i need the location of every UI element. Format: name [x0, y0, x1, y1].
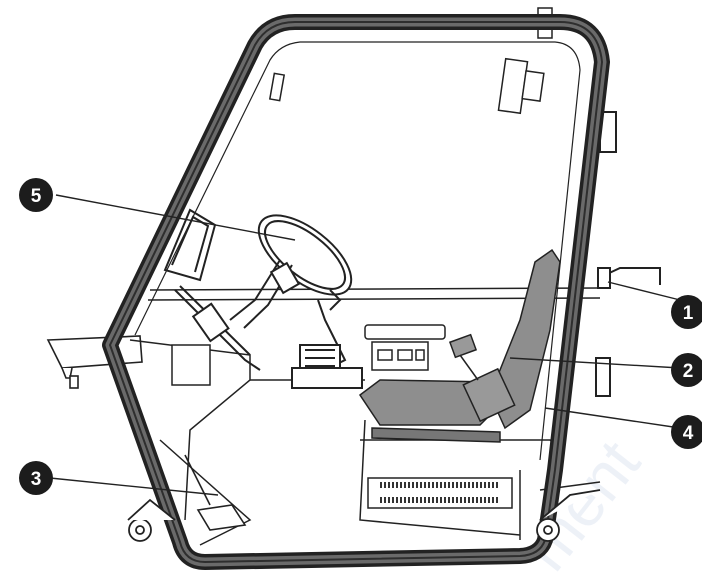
- leader-line-2: [509, 357, 681, 369]
- callout-3: 3: [19, 461, 53, 495]
- leader-line-3: [49, 477, 219, 496]
- leader-line-1: [607, 281, 681, 301]
- callout-5-label: 5: [31, 186, 42, 207]
- callout-5: 5: [19, 178, 53, 212]
- leader-lines: [49, 194, 681, 496]
- operator-seat: [358, 248, 561, 443]
- callout-4: 4: [671, 415, 702, 449]
- callout-1-label: 1: [683, 303, 694, 324]
- callout-4-label: 4: [683, 423, 694, 444]
- center-console: [364, 324, 446, 371]
- callout-3-label: 3: [31, 469, 42, 490]
- leader-line-5: [55, 194, 296, 241]
- callout-2: 2: [671, 353, 702, 387]
- door-frame: [102, 14, 610, 570]
- callout-1: 1: [671, 295, 702, 329]
- steering-wheel: [174, 214, 363, 389]
- leader-line-4: [544, 407, 681, 429]
- bottom-hinges: [127, 489, 601, 542]
- pedal: [184, 454, 247, 531]
- door-handle: [595, 111, 661, 397]
- callout-2-label: 2: [683, 361, 694, 382]
